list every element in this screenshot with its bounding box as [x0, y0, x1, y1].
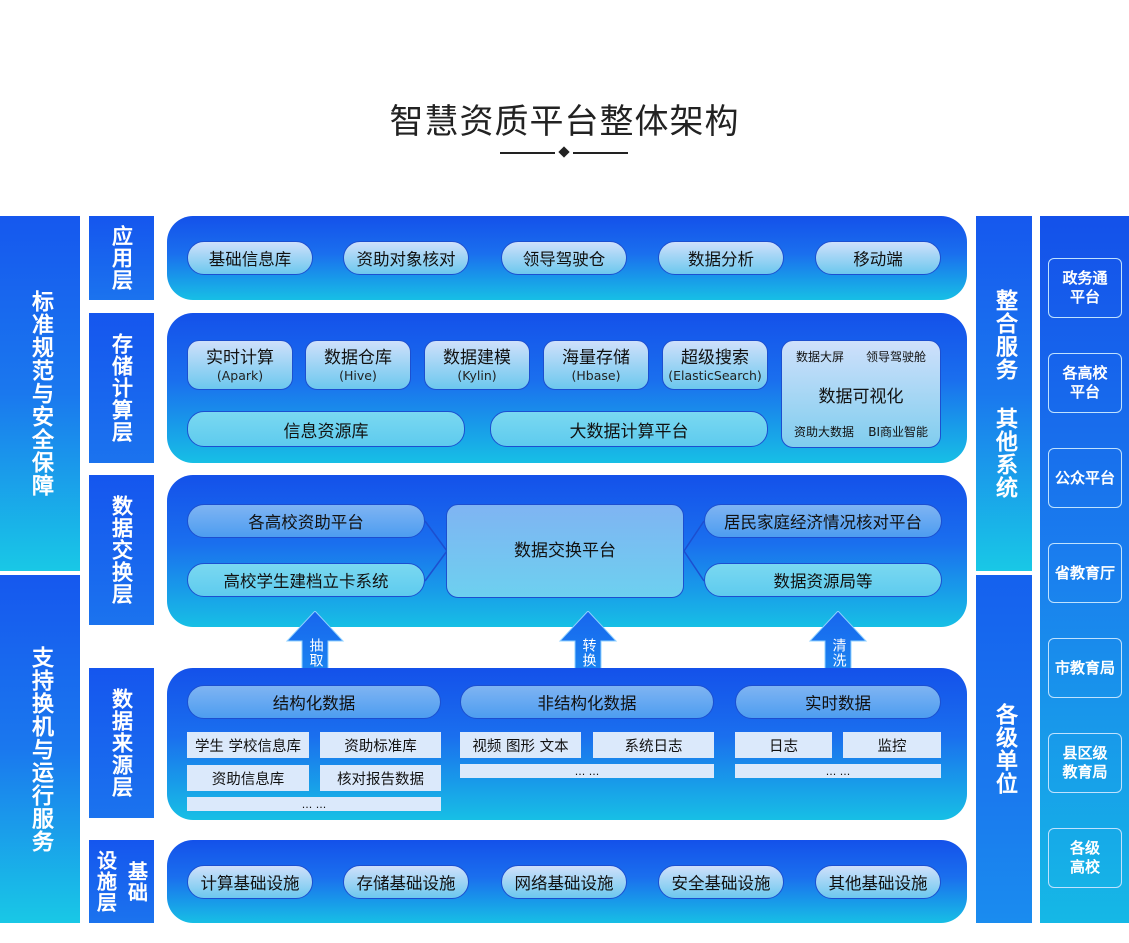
exchange-layer-panel: 各高校资助平台 高校学生建档立卡系统 数据交换平台 居民家庭经济情况核对平台 数… — [167, 475, 967, 627]
viz-bi-label: BI商业智能 — [868, 425, 928, 439]
title-divider — [500, 146, 630, 160]
units-panel: 政务通平台 各高校平台 公众平台 省教育厅 市教育局 县区级教育局 各级高校 — [1040, 216, 1129, 923]
app-item-leader-cockpit[interactable]: 领导驾驶仓 — [501, 241, 627, 275]
exchange-right-data-bureau[interactable]: 数据资源局等 — [704, 563, 942, 597]
unit-public-platform[interactable]: 公众平台 — [1048, 448, 1122, 508]
app-item-basic-info[interactable]: 基础信息库 — [187, 241, 313, 275]
source-cell: 视频 图形 文本 — [460, 732, 581, 758]
data-exchange-platform[interactable]: 数据交换平台 — [446, 504, 684, 598]
infra-item-security[interactable]: 安全基础设施 — [658, 865, 784, 899]
bigdata-platform[interactable]: 大数据计算平台 — [490, 411, 768, 447]
viz-screen-label: 数据大屏 — [796, 350, 845, 364]
arrow-clean-icon — [808, 611, 868, 676]
source-cell: 核对报告数据 — [320, 765, 441, 791]
infra-item-storage[interactable]: 存储基础设施 — [343, 865, 469, 899]
viz-subsidy-bigdata-label: 资助大数据 — [794, 425, 855, 439]
arrow-extract-icon — [285, 611, 345, 676]
layer-label-exchange: 数据交换层 — [89, 475, 154, 625]
source-structured-title[interactable]: 结构化数据 — [187, 685, 441, 719]
layer-label-storage: 存储计算层 — [89, 313, 154, 463]
arrow-transform-icon — [558, 611, 618, 676]
source-cell: 资助标准库 — [320, 732, 441, 758]
infra-layer-panel: 计算基础设施 存储基础设施 网络基础设施 安全基础设施 其他基础设施 — [167, 840, 967, 923]
left-column-support-label: 支持换机与运行服务 — [28, 645, 53, 853]
right-column-units: 各级单位 — [976, 575, 1032, 923]
source-unstructured-title[interactable]: 非结构化数据 — [460, 685, 714, 719]
source-cell: 日志 — [735, 732, 832, 758]
storage-item-mass-storage[interactable]: 海量存储 (Hbase) — [543, 340, 649, 390]
left-column-standards: 标准规范与安全保障 — [0, 216, 80, 571]
arrow-transform-label: 转换 — [580, 638, 597, 668]
source-more: ... ... — [735, 764, 941, 778]
app-layer-panel: 基础信息库 资助对象核对 领导驾驶仓 数据分析 移动端 — [167, 216, 967, 300]
viz-cockpit-label: 领导驾驶舱 — [865, 350, 926, 364]
arrow-clean-label: 清洗 — [830, 638, 847, 668]
storage-layer-panel: 实时计算 (Apark) 数据仓库 (Hive) 数据建模 (Kylin) 海量… — [167, 313, 967, 463]
source-cell: 学生 学校信息库 — [187, 732, 309, 758]
storage-item-realtime[interactable]: 实时计算 (Apark) — [187, 340, 293, 390]
diamond-icon — [558, 146, 570, 158]
exchange-left-universities[interactable]: 各高校资助平台 — [187, 504, 425, 538]
data-visualization-box[interactable]: 数据大屏 领导驾驶舱 数据可视化 资助大数据 BI商业智能 — [781, 340, 941, 448]
layer-label-infra: 设施层 基础 — [89, 840, 154, 923]
viz-center-label: 数据可视化 — [818, 386, 904, 407]
left-column-standards-label: 标准规范与安全保障 — [28, 290, 53, 497]
unit-city-edu[interactable]: 市教育局 — [1048, 638, 1122, 698]
source-more: ... ... — [187, 797, 441, 811]
infra-item-network[interactable]: 网络基础设施 — [501, 865, 627, 899]
left-column-support: 支持换机与运行服务 — [0, 575, 80, 923]
page-title: 智慧资质平台整体架构 — [389, 102, 740, 142]
unit-university-platform[interactable]: 各高校平台 — [1048, 353, 1122, 413]
storage-item-warehouse[interactable]: 数据仓库 (Hive) — [305, 340, 411, 390]
app-item-subsidy-check[interactable]: 资助对象核对 — [343, 241, 469, 275]
unit-provincial-edu[interactable]: 省教育厅 — [1048, 543, 1122, 603]
layer-label-source: 数据来源层 — [89, 668, 154, 818]
arrow-extract-label: 抽取 — [307, 638, 324, 668]
unit-universities[interactable]: 各级高校 — [1048, 828, 1122, 888]
layer-label-app: 应用层 — [89, 216, 154, 300]
source-realtime-title[interactable]: 实时数据 — [735, 685, 941, 719]
unit-county-edu[interactable]: 县区级教育局 — [1048, 733, 1122, 793]
source-layer-panel: 结构化数据 学生 学校信息库 资助标准库 资助信息库 核对报告数据 ... ..… — [167, 668, 967, 820]
source-more: ... ... — [460, 764, 714, 778]
app-item-data-analysis[interactable]: 数据分析 — [658, 241, 784, 275]
app-item-mobile[interactable]: 移动端 — [815, 241, 941, 275]
info-resource-library[interactable]: 信息资源库 — [187, 411, 465, 447]
storage-item-modeling[interactable]: 数据建模 (Kylin) — [424, 340, 530, 390]
infra-item-other[interactable]: 其他基础设施 — [815, 865, 941, 899]
unit-gov-platform[interactable]: 政务通平台 — [1048, 258, 1122, 318]
storage-item-search[interactable]: 超级搜索 (ElasticSearch) — [662, 340, 768, 390]
source-cell: 资助信息库 — [187, 765, 309, 791]
right-column-integration: 整合服务 其他系统 — [976, 216, 1032, 571]
source-cell: 监控 — [843, 732, 941, 758]
infra-item-compute[interactable]: 计算基础设施 — [187, 865, 313, 899]
exchange-right-household-check[interactable]: 居民家庭经济情况核对平台 — [704, 504, 942, 538]
source-cell: 系统日志 — [593, 732, 714, 758]
exchange-left-student-files[interactable]: 高校学生建档立卡系统 — [187, 563, 425, 597]
